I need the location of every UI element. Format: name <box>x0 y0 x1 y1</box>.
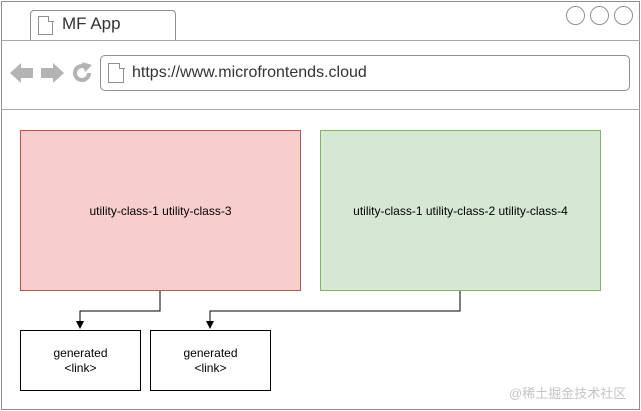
utility-class-box-red-label: utility-class-1 utility-class-3 <box>89 203 232 218</box>
utility-class-box-red: utility-class-1 utility-class-3 <box>20 130 301 291</box>
tab-page-icon <box>38 15 54 35</box>
tabbar-divider <box>1 40 640 41</box>
utility-class-box-green-label: utility-class-1 utility-class-2 utility-… <box>353 203 568 218</box>
generated-link-box-1-line2: <link> <box>64 360 97 375</box>
page-icon <box>108 62 125 83</box>
window-control-circle-3[interactable] <box>614 6 633 25</box>
url-text[interactable]: https://www.microfrontends.cloud <box>132 64 367 81</box>
back-arrow-icon[interactable] <box>10 62 34 84</box>
connector-red-to-generated-1 <box>76 291 161 329</box>
utility-class-box-green: utility-class-1 utility-class-2 utility-… <box>320 130 601 291</box>
tab-title: MF App <box>62 14 121 33</box>
forward-arrow-icon[interactable] <box>40 62 64 84</box>
tab-mf-app[interactable] <box>30 10 176 41</box>
toolbar-divider <box>1 109 640 110</box>
generated-link-box-1-line1: generated <box>53 345 108 360</box>
connector-green-to-generated-2 <box>206 291 461 329</box>
watermark: @稀土掘金技术社区 <box>509 386 627 401</box>
generated-link-box-2-line1: generated <box>183 345 238 360</box>
generated-link-box-2: generated <link> <box>150 330 271 391</box>
window-control-circle-1[interactable] <box>566 6 585 25</box>
address-bar[interactable] <box>100 55 630 91</box>
reload-icon[interactable] <box>70 61 94 85</box>
window-control-circle-2[interactable] <box>590 6 609 25</box>
generated-link-box-2-line2: <link> <box>194 360 227 375</box>
generated-link-box-1: generated <link> <box>20 330 141 391</box>
